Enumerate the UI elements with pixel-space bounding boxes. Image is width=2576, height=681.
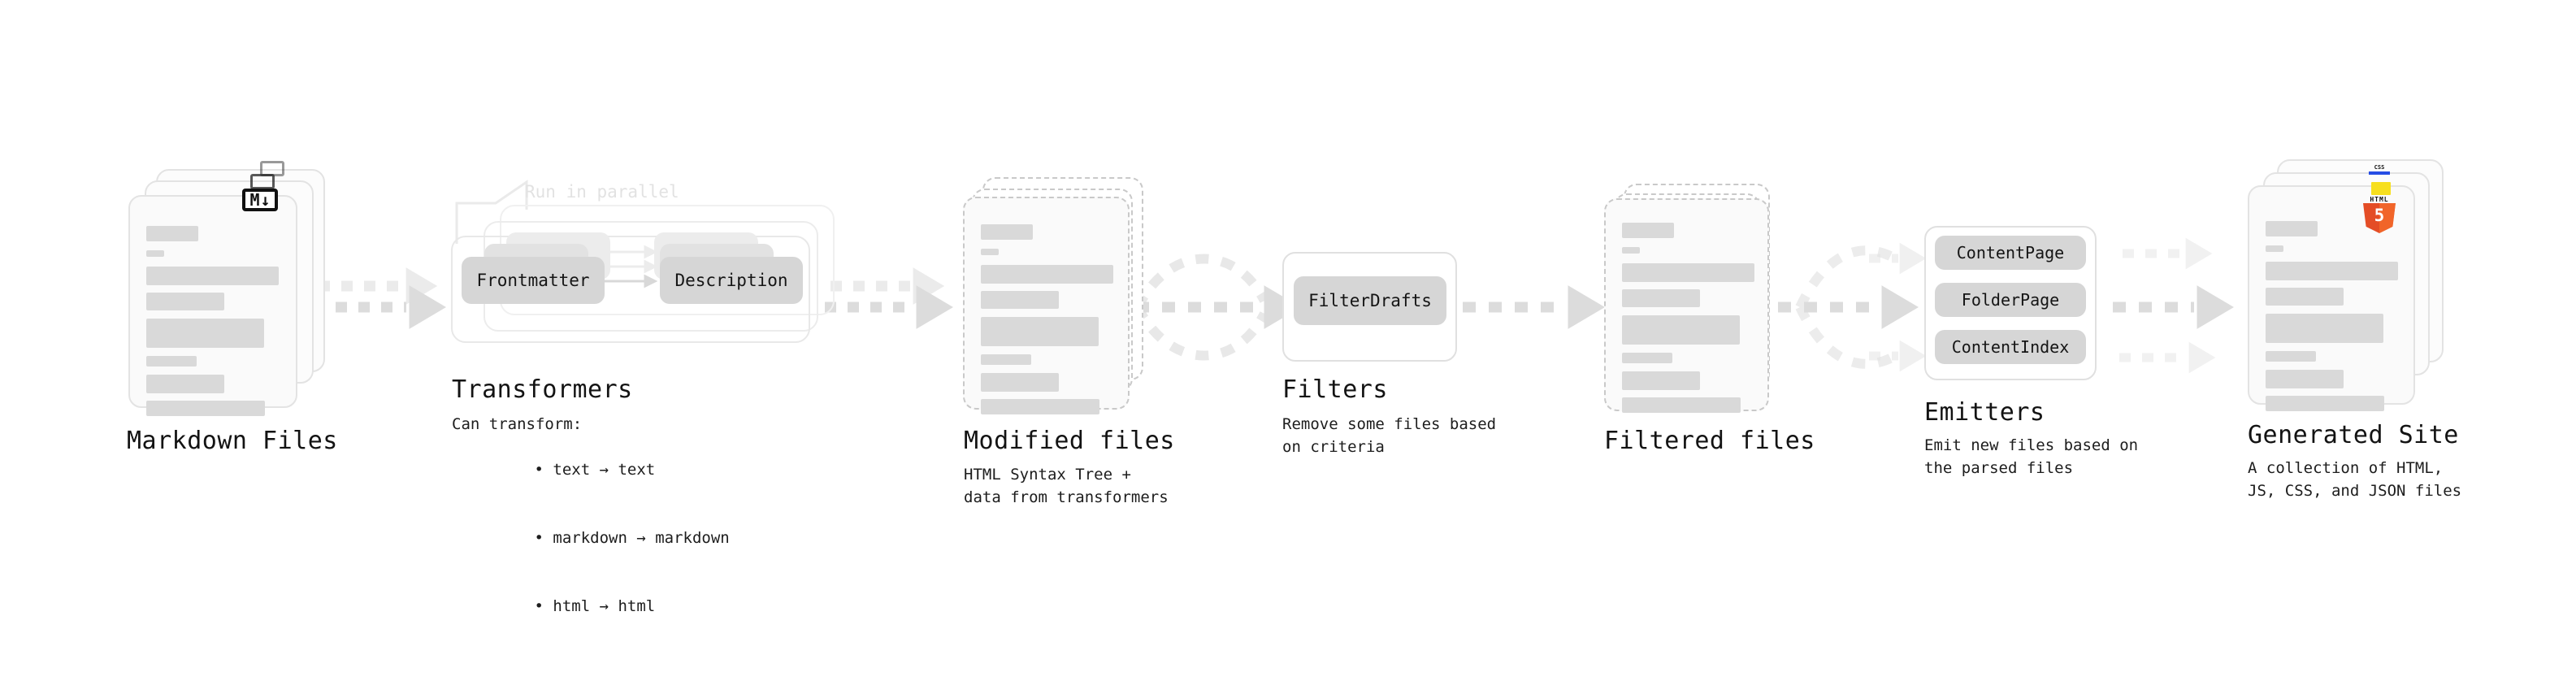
- transformer-node-description[interactable]: Description: [660, 257, 803, 304]
- emitter-node-folderpage[interactable]: FolderPage: [1935, 283, 2086, 317]
- markdown-icon-letter: M: [249, 190, 260, 210]
- stage-title-filtered-files: Filtered files: [1604, 427, 1815, 455]
- html5-icon-label: HTML: [2370, 196, 2389, 203]
- transformer-node-frontmatter[interactable]: Frontmatter: [462, 257, 605, 304]
- css-icon: CSS: [2369, 165, 2390, 176]
- stage-title-markdown-files: Markdown Files: [127, 427, 338, 455]
- stage-desc-modified-files: HTML Syntax Tree + data from transformer…: [964, 466, 1169, 506]
- stage-title-transformers: Transformers: [452, 375, 633, 404]
- stage-title-modified-files: Modified files: [964, 427, 1175, 455]
- markdown-icon-back-1: [250, 174, 275, 189]
- transformer-bullet-0: • text → text: [460, 436, 730, 504]
- css-icon-label: CSS: [2374, 164, 2385, 171]
- bullet-text-2: html → html: [553, 597, 656, 615]
- bullet-text-0: text → text: [553, 461, 656, 479]
- stage-title-filters: Filters: [1282, 375, 1388, 404]
- run-in-parallel-label: Run in parallel: [525, 182, 679, 202]
- transformer-bullet-list: • text → text • markdown → markdown • ht…: [460, 436, 730, 640]
- transformer-bullet-2: • html → html: [460, 572, 730, 640]
- transformer-group-front: [451, 236, 810, 343]
- bullet-dot-0: •: [534, 461, 553, 479]
- css-icon-bar: [2369, 171, 2390, 175]
- markdown-card-front: [128, 195, 297, 416]
- markdown-icon-arrow: ↓: [260, 190, 271, 210]
- bullet-text-1: markdown → markdown: [553, 529, 730, 547]
- stage-desc-filters: Remove some files based on criteria: [1282, 415, 1497, 456]
- stage-desc-generated-site: A collection of HTML, JS, CSS, and JSON …: [2248, 459, 2462, 500]
- bullet-dot-1: •: [534, 529, 553, 547]
- bullet-dot-2: •: [534, 597, 553, 615]
- modified-card-front: [963, 197, 1130, 414]
- stage-title-emitters: Emitters: [1924, 398, 2045, 427]
- site-card-front: [2248, 185, 2415, 411]
- html5-icon-number: 5: [2374, 206, 2385, 225]
- transformer-inner-arrows: [605, 245, 658, 288]
- emitter-node-contentindex[interactable]: ContentIndex: [1935, 330, 2086, 364]
- filter-node-filterdrafts[interactable]: FilterDrafts: [1294, 276, 1446, 325]
- filtered-card-front: [1604, 198, 1769, 413]
- emitter-node-contentpage[interactable]: ContentPage: [1935, 236, 2086, 270]
- stage-desc-emitters: Emit new files based on the parsed files: [1924, 436, 2139, 477]
- stage-title-generated-site: Generated Site: [2248, 421, 2459, 449]
- html5-icon: HTML 5: [2363, 196, 2396, 233]
- js-icon: [2371, 182, 2391, 195]
- markdown-icon: M ↓: [242, 189, 278, 211]
- stage-desc-transformers: Can transform:: [452, 415, 583, 433]
- transformer-bullet-1: • markdown → markdown: [460, 504, 730, 572]
